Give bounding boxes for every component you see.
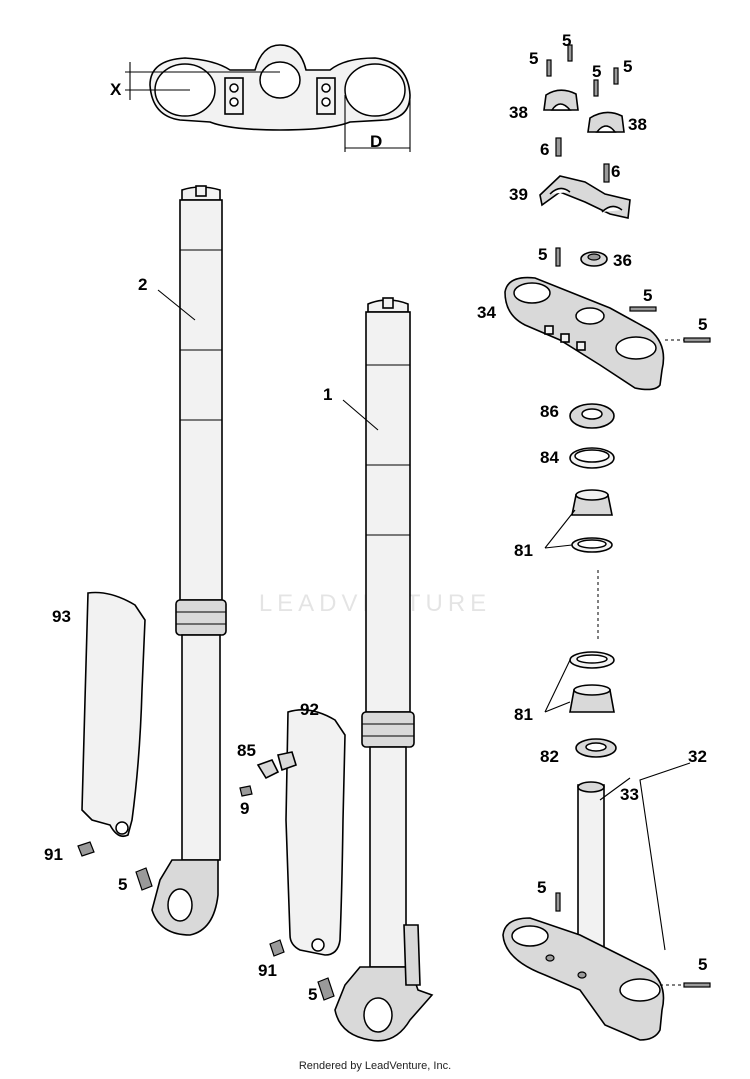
brake-line-clamp-85 (256, 751, 297, 780)
fork-leg-right (334, 297, 434, 1042)
bolt-5-upper-clamp (555, 247, 561, 267)
callout-93: 93 (52, 607, 71, 626)
callout-39: 39 (509, 185, 528, 204)
upper-bearing-81 (571, 489, 613, 553)
bolt-91-left (77, 841, 95, 857)
bolt-5-right-leg (317, 977, 335, 1001)
dimension-x-label: X (110, 80, 122, 99)
lower-triple-clamp (502, 917, 665, 1041)
steering-stem-33 (577, 781, 605, 956)
callout-34: 34 (477, 303, 496, 322)
screw-9 (239, 785, 253, 797)
callout-32: 32 (688, 747, 707, 766)
handlebar-clamp-right-38 (587, 111, 625, 133)
callout-9: 9 (240, 799, 249, 818)
callout-5-upper-right-2: 5 (698, 315, 707, 334)
handlebar-clamp-base-39 (539, 175, 631, 219)
footer-credit: Rendered by LeadVenture, Inc. (298, 1060, 452, 1072)
callout-5-top-3: 5 (592, 62, 601, 81)
callout-84: 84 (540, 448, 559, 467)
bolt-5-upper-right-2 (683, 337, 711, 343)
bolt-5-lower-right (683, 982, 711, 988)
fork-leg-left (151, 185, 227, 936)
dust-seal-82 (575, 738, 617, 758)
lower-bearing-81 (569, 651, 615, 713)
callout-38-right: 38 (628, 115, 647, 134)
bolt-5-lower-clamp (555, 892, 561, 912)
seal-ring-84 (569, 447, 615, 469)
upper-triple-clamp-34 (504, 276, 665, 391)
bolt-5-upper-right-1 (629, 306, 657, 312)
fork-guard-left (81, 591, 146, 838)
callout-5-upper-right-1: 5 (643, 286, 652, 305)
callout-5-top-2: 5 (529, 49, 538, 68)
callout-5-left-leg: 5 (118, 875, 127, 894)
bolts-6 (555, 137, 610, 183)
dimension-d-label: D (370, 132, 382, 151)
callout-82: 82 (540, 747, 559, 766)
callout-91-right: 91 (258, 961, 277, 980)
handlebar-bolts (546, 44, 619, 97)
callout-91-left: 91 (44, 845, 63, 864)
dust-seal-86 (569, 403, 615, 429)
callout-1: 1 (323, 385, 332, 404)
callout-38-left: 38 (509, 103, 528, 122)
callout-5-top-1: 5 (562, 31, 571, 50)
callout-81-upper: 81 (514, 541, 533, 560)
callout-5-lower-clamp: 5 (537, 878, 546, 897)
bolt-91-right (269, 939, 285, 957)
callout-36: 36 (613, 251, 632, 270)
steering-nut-36 (580, 251, 608, 267)
bolt-5-left-leg (135, 867, 153, 891)
callout-6-left: 6 (540, 140, 549, 159)
callout-85: 85 (237, 741, 256, 760)
callout-33: 33 (620, 785, 639, 804)
callout-2: 2 (138, 275, 147, 294)
callout-5-right-leg: 5 (308, 985, 317, 1004)
callout-6-right: 6 (611, 162, 620, 181)
callout-5-upper-clamp: 5 (538, 245, 547, 264)
fork-guard-right (285, 709, 346, 956)
callout-92: 92 (300, 700, 319, 719)
handlebar-clamp-left-38 (543, 89, 579, 111)
callout-5-top-4: 5 (623, 57, 632, 76)
callout-5-lower-right: 5 (698, 955, 707, 974)
callout-86: 86 (540, 402, 559, 421)
triple-clamp-dimension-view (125, 44, 411, 152)
callout-81-lower: 81 (514, 705, 533, 724)
